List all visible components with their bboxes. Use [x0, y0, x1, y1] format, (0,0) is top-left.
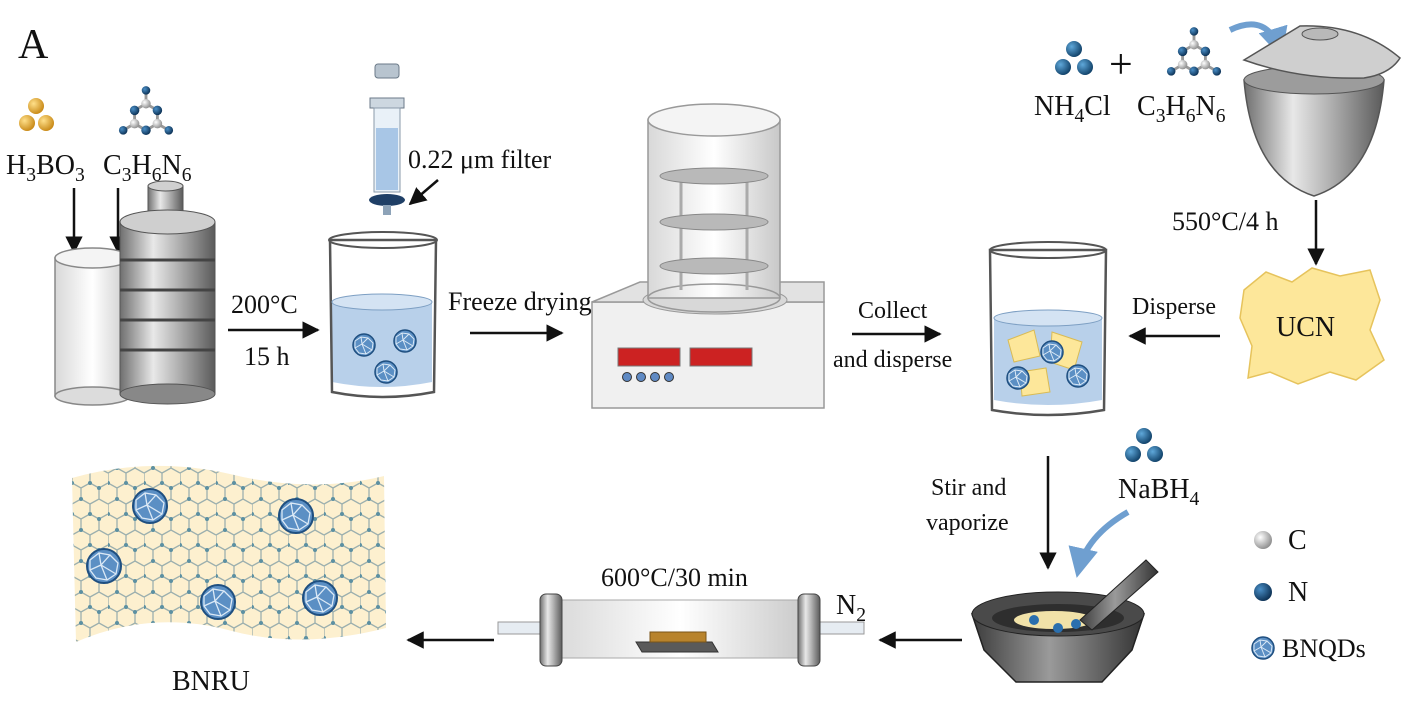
melamine-label-right: C3H6N6	[1137, 91, 1226, 127]
anneal-label: 600°C/30 min	[601, 563, 748, 592]
arrow-into-mortar	[1068, 509, 1130, 578]
nabh4-label: NaBH4	[1118, 474, 1200, 510]
beaker-solution	[328, 231, 438, 399]
hydrothermal-temp: 200°C	[231, 290, 298, 319]
h3bo3-label: H3BO3	[6, 150, 85, 186]
legend-bnqds-label: BNQDs	[1282, 634, 1366, 663]
mortar-and-pestle	[970, 559, 1159, 683]
freeze-drying-label: Freeze drying	[448, 287, 592, 316]
autoclave	[119, 180, 216, 405]
ucn-flakes	[1239, 267, 1385, 385]
vaporize-label: vaporize	[926, 510, 1009, 536]
nh4cl-label: NH4Cl	[1034, 91, 1111, 127]
collect-label: Collect	[858, 298, 928, 324]
calcination-label: 550°C/4 h	[1172, 207, 1278, 236]
legend: C N BNQDs	[1251, 525, 1366, 663]
bnru-sheet	[72, 465, 386, 642]
melamine-label-left: C3H6N6	[103, 150, 192, 186]
legend-carbon-label: C	[1288, 525, 1307, 556]
legend-carbon-icon	[1254, 531, 1272, 549]
panel-label: A	[18, 22, 49, 68]
melamine-icon-right	[1165, 25, 1223, 78]
product-label: BNRU	[172, 666, 250, 697]
legend-bnqd-icon	[1251, 636, 1275, 660]
filter-label: 0.22 μm filter	[408, 145, 552, 174]
arrow-filter	[408, 179, 439, 206]
disperse-label: Disperse	[1132, 294, 1216, 320]
and-disperse-label: and disperse	[833, 347, 952, 373]
stir-label: Stir and	[931, 475, 1006, 501]
ammonium-chloride-icon	[1055, 41, 1093, 75]
crucible	[1242, 25, 1401, 197]
sodium-borohydride-icon	[1125, 428, 1163, 462]
legend-nitrogen-icon	[1254, 583, 1272, 601]
ucn-label: UCN	[1276, 312, 1335, 343]
hydrothermal-time: 15 h	[244, 342, 290, 371]
plus-sign: +	[1109, 42, 1133, 88]
freeze-dryer	[591, 103, 825, 409]
beaker-mixture	[988, 241, 1108, 417]
melamine-icon-left	[117, 84, 175, 137]
teflon-liner	[54, 247, 131, 406]
boric-acid-icon	[19, 98, 54, 131]
tube-furnace	[497, 593, 865, 667]
n2-label: N2	[836, 590, 866, 626]
legend-nitrogen-label: N	[1288, 577, 1308, 608]
syringe-filter	[369, 63, 405, 215]
